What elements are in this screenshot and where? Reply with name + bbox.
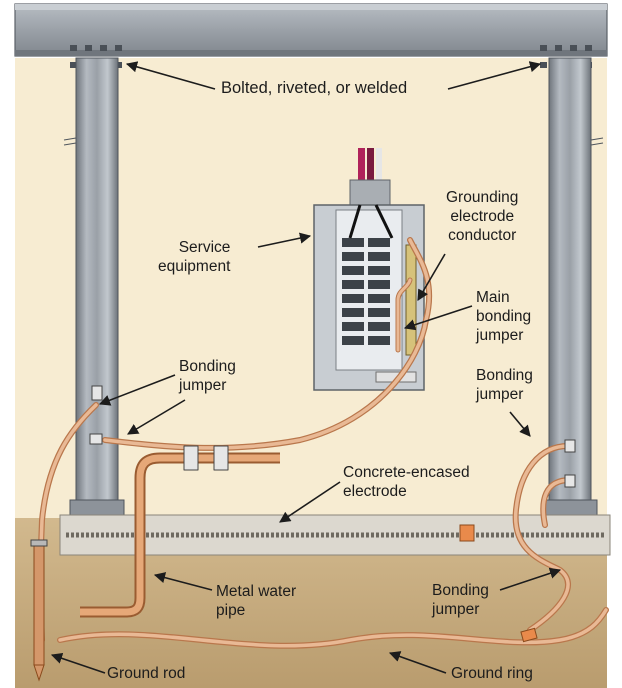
label-concrete-encased-electrode: Concrete-encased electrode bbox=[343, 464, 470, 500]
label-ground-rod: Ground rod bbox=[107, 665, 186, 682]
label-bonding-jumper-right: Bonding jumper bbox=[476, 367, 533, 403]
steel-beam bbox=[14, 3, 608, 57]
label-grounding-electrode-conductor: Grounding electrode conductor bbox=[446, 189, 519, 244]
label-ground-ring: Ground ring bbox=[451, 665, 533, 682]
label-metal-water-pipe: Metal water pipe bbox=[216, 583, 297, 619]
copper-conductors bbox=[37, 237, 609, 649]
service-equipment-panel bbox=[313, 204, 425, 391]
label-bonding-jumper-bottom: Bonding jumper bbox=[432, 582, 489, 618]
clamps bbox=[89, 385, 576, 643]
label-bonding-jumper-left: Bonding jumper bbox=[179, 358, 236, 394]
label-arrows bbox=[50, 61, 562, 674]
ground-rod bbox=[30, 539, 48, 682]
label-bolted: Bolted, riveted, or welded bbox=[221, 79, 408, 97]
label-service-equipment: Service equipment bbox=[158, 239, 231, 275]
metal-water-pipe bbox=[80, 445, 280, 618]
service-entrance-conductors bbox=[349, 148, 391, 210]
label-main-bonding-jumper: Main bonding jumper bbox=[476, 289, 532, 344]
